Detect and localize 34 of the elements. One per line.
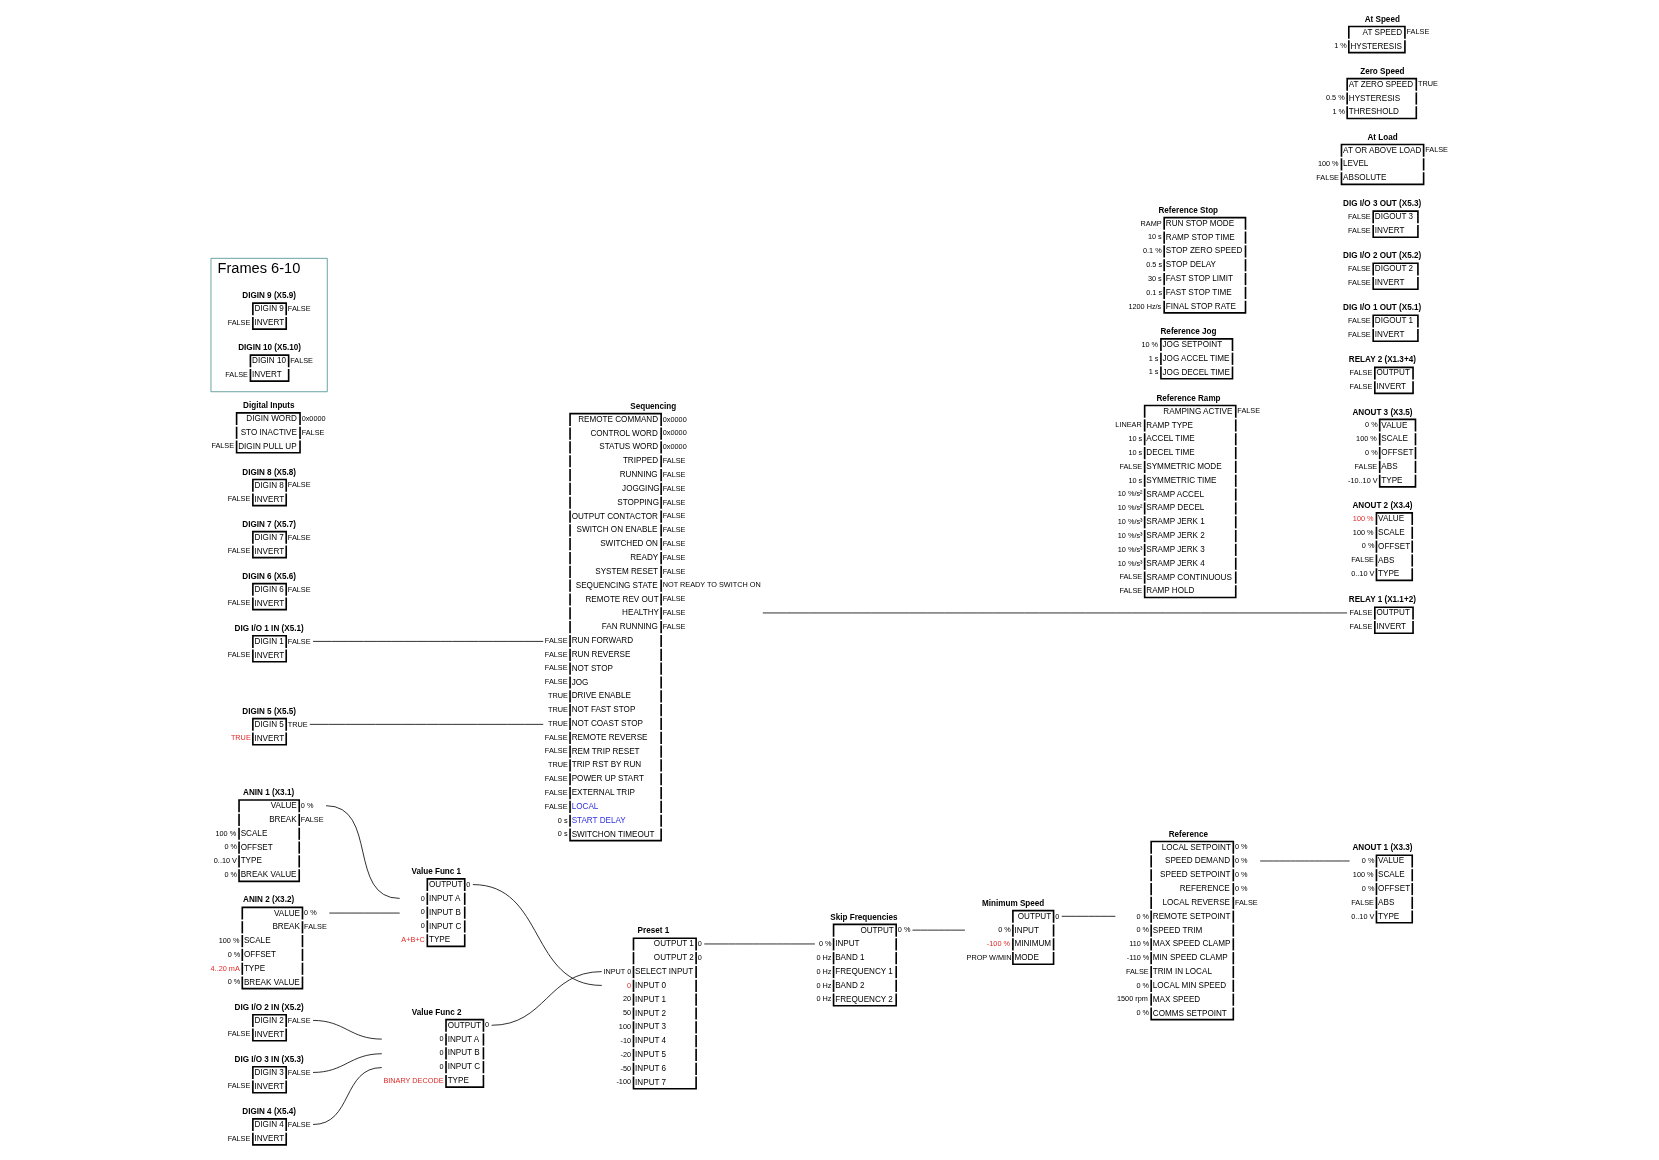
node-text: Zero Speed AT ZERO SPEED TRUE 0.5 % HYSTERESIS 1 % THRESHOLD	[1326, 66, 1438, 117]
node-text: DIG I/O 1 IN (X5.1) DIGIN 1 FALSE FALSE INVERT	[227, 623, 311, 660]
node-text: RELAY 2 (X1.3+4) FALSE OUTPUT FALSE INVERT	[1348, 355, 1416, 392]
node-text: ANOUT 3 (X3.5) 0 % VALUE 100 % SCALE 0 % OFFSET FALSE ABS -10..10 V TYPE	[1347, 407, 1414, 485]
node-text: Reference Stop RAMP RUN STOP MODE 10 s RAMP STOP TIME 0.1 % STOP ZERO SPEED 0.5 s STOP DELAY 30 s FAST STOP LIMIT 0.1 s FAST STOP TIME 1200 Hz/s FINAL STOP RATE	[1128, 205, 1243, 311]
node-text: DIG I/O 3 IN (X5.3) DIGIN 3 FALSE FALSE INVERT	[227, 1054, 311, 1091]
node-text: DIGIN 10 (X5.10) DIGIN 10 FALSE FALSE INVERT	[225, 343, 313, 380]
node-text: DIGIN 6 (X5.6) DIGIN 6 FALSE FALSE INVERT	[227, 571, 311, 608]
node-text: Reference LOCAL SETPOINT 0 % SPEED DEMAND 0 % SPEED SETPOINT 0 % REFERENCE 0 % LOCAL REVERSE FALSE 0 % REMOTE SETPOINT 0 % SPEED TRIM 110 % MAX SPEED CLAMP -110 % MIN SPEED CLAMP FALSE TRIM IN LOCAL 0 % LOCAL MIN SPEED 1500 rpm MAX SPEED 0 % COMMS SETPOINT	[1117, 829, 1258, 1018]
node-text: DIG I/O 2 OUT (X5.2) FALSE DIGOUT 2 FALSE INVERT	[1343, 251, 1422, 288]
node-text: DIGIN 7 (X5.7) DIGIN 7 FALSE FALSE INVERT	[227, 519, 311, 556]
node-text: Skip Frequencies OUTPUT 0 % 0 % INPUT 0 Hz BAND 1 0 Hz FREQUENCY 1 0 Hz BAND 2 0 Hz FREQUENCY 2	[816, 912, 911, 1004]
node-text: ANIN 1 (X3.1) VALUE 0 % BREAK FALSE 100 % SCALE 0 % OFFSET 0..10 V TYPE 0 % BREAK VALUE	[213, 788, 324, 880]
node-text: ANOUT 2 (X3.4) 100 % VALUE 100 % SCALE 0 % OFFSET FALSE ABS 0..10 V TYPE	[1351, 501, 1413, 579]
node-text: Reference Jog 10 % JOG SETPOINT 1 s JOG ACCEL TIME 1 s JOG DECEL TIME	[1141, 326, 1230, 377]
node-text: At Load AT OR ABOVE LOAD FALSE 100 % LEVEL FALSE ABSOLUTE	[1316, 132, 1448, 183]
node-text: Digital Inputs DIGIN WORD 0x0000 STO INACTIVE FALSE FALSE DIGIN PULL UP	[211, 400, 326, 451]
node-text: DIGIN 5 (X5.5) DIGIN 5 TRUE TRUE INVERT	[230, 706, 308, 743]
node-text: Preset 1 OUTPUT 1 0 OUTPUT 2 0 INPUT 0 SELECT INPUT 0 INPUT 0 20 INPUT 1 50 INPUT 2 100 INPUT 3 -10 INPUT 4 -20 INPUT 5 -50 INPUT 6 -100 INPUT 7	[603, 926, 702, 1087]
node-text: ANIN 2 (X3.2) VALUE 0 % BREAK FALSE 100 % SCALE 0 % OFFSET 4..20 mA TYPE 0 % BREAK VALUE	[210, 895, 327, 987]
node-text: RELAY 1 (X1.1+2) FALSE OUTPUT FALSE INVERT	[1348, 595, 1416, 632]
node-text: At Speed AT SPEED FALSE 1 % HYSTERESIS	[1334, 14, 1430, 51]
node-text: Value Func 1 OUTPUT 0 0 INPUT A 0 INPUT B 0 INPUT C A+B+C TYPE	[401, 867, 471, 945]
node-text: DIGIN 8 (X5.8) DIGIN 8 FALSE FALSE INVERT	[227, 467, 311, 504]
node-text: DIGIN 9 (X5.9) DIGIN 9 FALSE FALSE INVERT	[227, 291, 311, 328]
node-text: Minimum Speed OUTPUT 0 0 % INPUT -100 % MINIMUM PROP W/MIN MODE	[966, 898, 1060, 963]
node-text: DIG I/O 1 OUT (X5.1) FALSE DIGOUT 1 FALSE INVERT	[1343, 303, 1422, 340]
node-text: Value Func 2 OUTPUT 0 0 INPUT A 0 INPUT B 0 INPUT C BINARY DECODE TYPE	[383, 1007, 490, 1086]
node-text: Reference Ramp RAMPING ACTIVE FALSE LINEAR RAMP TYPE 10 s ACCEL TIME 10 s DECEL TIME FALSE SYMMETRIC MODE 10 s SYMMETRIC TIME 10 %/s² SRAMP ACCEL 10 %/s² SRAMP DECEL 10 %/s³ SRAMP JERK 1 10 %/s³ SRAMP JERK 2 10 %/s³ SRAMP JERK 3 10 %/s³ SRAMP JERK 4 FALSE SRAMP CONTINUOUS FALSE RAMP HOLD	[1115, 393, 1261, 596]
node-text: DIGIN 4 (X5.4) DIGIN 4 FALSE FALSE INVERT	[227, 1106, 311, 1143]
node-text: DIG I/O 3 OUT (X5.3) FALSE DIGOUT 3 FALSE INVERT	[1343, 199, 1422, 236]
node-text: Sequencing REMOTE COMMAND 0x0000 CONTROL WORD 0x0000 STATUS WORD 0x0000 TRIPPED FALSE RUNNING FALSE JOGGING FALSE STOPPING FALSE OUTPUT CONTACTOR FALSE SWITCH ON ENABLE FALSE SWITCHED ON FALSE READY FALSE SYSTEM RESET FALSE SEQUENCING STATE NOT READY TO SWITCH ON REMOTE REV OUT FALSE HEALTHY FALSE FAN RUNNING FALSE FALSE RUN FORWARD FALSE RUN REVERSE FALSE NOT STOP FALSE JOG TRUE DRIVE ENABLE TRUE NOT FAST STOP TRUE NOT COAST STOP FALSE REMOTE REVERSE FALSE REM TRIP RESET TRUE TRIP RST BY RUN FALSE POWER UP START FALSE EXTERNAL TRIP FALSE LOCAL 0 s START DELAY 0 s SWITCHON TIMEOUT	[544, 401, 761, 839]
node-text: DIG I/O 2 IN (X5.2) DIGIN 2 FALSE FALSE INVERT	[227, 1002, 311, 1039]
node-text: ANOUT 1 (X3.3) 0 % VALUE 100 % SCALE 0 % OFFSET FALSE ABS 0..10 V TYPE	[1351, 843, 1413, 921]
